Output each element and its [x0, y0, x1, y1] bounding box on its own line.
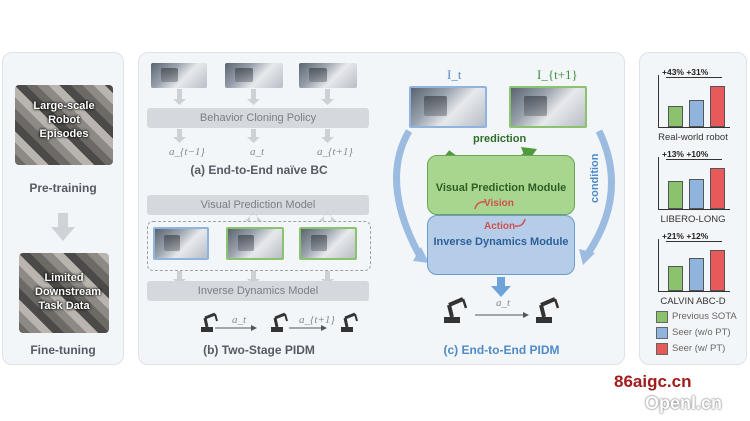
result-bar [689, 258, 704, 291]
frame-image-current [409, 86, 487, 128]
group-label: CALVIN ABC-D [660, 296, 726, 307]
dashed-frame-group [147, 221, 371, 271]
gain-bracket [666, 77, 722, 82]
prediction-label: prediction [473, 133, 527, 145]
action-label: a_{t+1} [299, 314, 335, 326]
frame-label: I_t [447, 67, 462, 82]
inverse-dynamics-module: Inverse Dynamics Module [427, 215, 575, 275]
robot-arm-icon [201, 312, 218, 332]
legend-swatch [656, 343, 668, 355]
result-bar [668, 266, 683, 291]
gain-bracket [666, 241, 722, 246]
down-arrow-icon [491, 277, 511, 297]
chart-baseline [658, 209, 730, 210]
caption-end-to-end-pidm: (c) End-to-End PIDM [443, 343, 560, 357]
pretrain-finetune-panel: Large-scale Robot Episodes Pre-training … [2, 52, 124, 365]
chart-baseline [658, 127, 730, 128]
group-label: LIBERO-LONG [660, 214, 726, 225]
action-label: a_t [496, 297, 511, 309]
robot-arm-icon [444, 297, 468, 323]
robot-arm-icon [271, 312, 288, 332]
visual-prediction-model: Visual Prediction Model [147, 195, 369, 215]
action-label: a_t [232, 314, 247, 326]
result-bar [668, 181, 683, 209]
legend-swatch [656, 327, 668, 339]
methods-panel: Behavior Cloning Policy a_{t−1} a_t a_{t… [138, 52, 625, 365]
robot-arm-icon [536, 297, 560, 323]
frame-image [151, 63, 207, 88]
frame-image-next [509, 86, 587, 128]
watermark-primary: 86aigc.cn [614, 372, 692, 391]
chart-axis [658, 157, 659, 209]
legend-label: Seer (w/ PT) [672, 343, 726, 354]
caption-naive-bc: (a) End-to-End naïve BC [190, 163, 328, 177]
results-panel: +43% +31% Real-world robot +13% +10% LIBERO… [639, 52, 747, 365]
vpm-label: Visual Prediction Module [435, 182, 567, 194]
condition-label: condition [589, 153, 601, 204]
action-arrow [475, 312, 529, 318]
chart-axis [658, 239, 659, 291]
gain-labels: +21% +12% [662, 231, 709, 241]
gain-bracket [666, 159, 722, 164]
legend-label: Seer (w/o PT) [672, 327, 731, 338]
caption-two-stage-pidm: (b) Two-Stage PIDM [203, 343, 315, 357]
chart-baseline [658, 291, 730, 292]
frame-image [226, 227, 284, 260]
finetune-label: Fine-tuning [30, 343, 96, 357]
gain-labels: +13% +10% [662, 149, 709, 159]
visual-prediction-module: Visual Prediction Module [427, 155, 575, 215]
pretrain-collage: Large-scale Robot Episodes [15, 85, 113, 165]
frame-image [153, 227, 209, 260]
idm-label: Inverse Dynamics Module [433, 236, 569, 248]
frame-image [225, 63, 283, 88]
watermark-secondary: OpenI.cn [645, 393, 723, 413]
result-bar [710, 168, 725, 209]
group-label: Real-world robot [658, 132, 728, 143]
result-bar [668, 106, 683, 127]
frame-label: I_{t+1} [537, 67, 578, 82]
pretrain-label: Pre-training [29, 181, 97, 195]
chart-axis [658, 75, 659, 127]
down-arrow-icon [51, 213, 75, 241]
frame-image [299, 227, 357, 260]
cycle-arrows-icon [474, 201, 526, 227]
behavior-cloning-policy: Behavior Cloning Policy [147, 108, 369, 128]
legend-label: Previous SOTA [672, 311, 737, 322]
result-bar [710, 86, 725, 127]
result-bar [689, 179, 704, 209]
pretrain-collage-text: Large-scale Robot Episodes [33, 100, 95, 140]
result-bar [689, 100, 704, 127]
action-cycle-label: Action [484, 221, 516, 232]
result-bar [710, 250, 725, 291]
action-label: a_{t+1} [317, 146, 353, 158]
gain-labels: +43% +31% [662, 67, 709, 77]
vision-label: Vision [484, 198, 514, 209]
finetune-collage: Limited Downstream Task Data [19, 253, 109, 333]
inverse-dynamics-model: Inverse Dynamics Model [147, 281, 369, 301]
finetune-collage-text: Limited Downstream Task Data [35, 272, 102, 312]
robot-arm-icon [341, 312, 358, 332]
action-label: a_{t−1} [169, 146, 205, 158]
bc-arrows [173, 89, 334, 143]
legend-swatch [656, 311, 668, 323]
action-label: a_t [250, 146, 265, 158]
frame-image [299, 63, 357, 88]
